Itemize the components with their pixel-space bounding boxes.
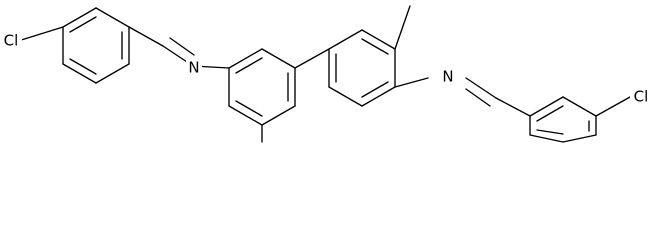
bond: [495, 97, 531, 117]
bond: [62, 63, 97, 84]
biphenyl-bond: [294, 48, 330, 69]
bond: [328, 29, 363, 50]
chlorine-right-label: Cl: [634, 88, 649, 106]
right-chlorophenyl-ring: [529, 96, 597, 143]
bond: [95, 7, 130, 28]
double-bond-inner: [69, 58, 97, 75]
double-bond-inner: [235, 57, 263, 74]
double-bond-inner: [69, 16, 97, 33]
bond: [228, 48, 263, 69]
bond: [394, 77, 429, 88]
label-backdrop: [186, 58, 202, 78]
bond: [361, 29, 396, 50]
left-imine-linkage: [128, 26, 230, 69]
bond: [95, 63, 130, 84]
left-central-ring: [228, 48, 296, 126]
bond: [261, 105, 296, 126]
double-bond-inner: [536, 129, 564, 135]
left-chlorophenyl-ring: [62, 7, 130, 84]
label-backdrop: [630, 87, 652, 107]
molecule-diagram: Cl N N Cl: [0, 5, 652, 143]
bond-c-cl-right: [595, 96, 631, 117]
bond: [328, 86, 363, 107]
molecule-svg: Cl N N Cl: [0, 5, 652, 143]
bond: [562, 96, 597, 117]
bond: [62, 7, 97, 28]
double-bond-inner: [169, 37, 195, 56]
nitrogen-left-label: N: [188, 59, 199, 77]
bond: [465, 77, 497, 99]
bond: [529, 134, 564, 143]
double-bond-inner: [465, 88, 491, 107]
right-imine-linkage: [394, 77, 531, 117]
bond: [529, 96, 564, 117]
bond: [128, 26, 164, 47]
chlorine-left-label: Cl: [4, 32, 19, 50]
double-bond-inner: [536, 105, 564, 122]
atom-labels: Cl N N Cl: [0, 31, 652, 107]
bond-c-cl-left: [17, 26, 64, 42]
bond: [228, 105, 263, 126]
double-bond-inner: [361, 38, 389, 55]
label-backdrop: [440, 67, 456, 87]
bond: [361, 86, 396, 107]
label-backdrop: [0, 31, 22, 51]
nitrogen-right-label: N: [442, 68, 453, 86]
double-bond-inner: [235, 100, 263, 117]
bond: [261, 48, 296, 69]
bond-methyl-right: [394, 5, 411, 50]
right-central-ring: [328, 29, 396, 107]
bond: [562, 134, 597, 143]
double-bond-inner: [361, 81, 389, 98]
